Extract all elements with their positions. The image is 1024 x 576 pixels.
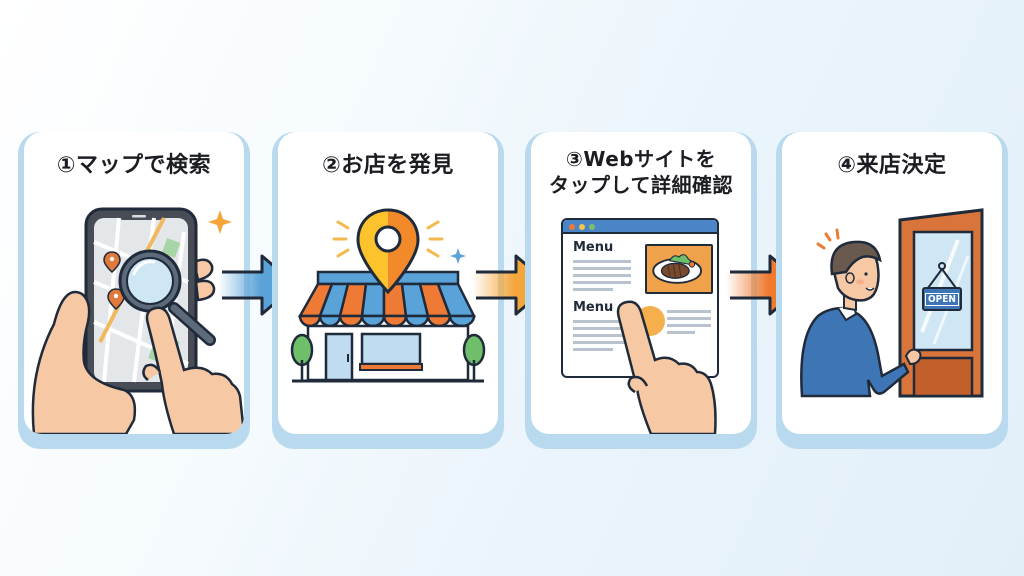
open-sign: OPEN (922, 287, 962, 311)
step-3-title-line-1: ③Webサイトを (565, 147, 717, 171)
step-4-title: ④来店決定 (837, 153, 947, 178)
food-image (645, 244, 713, 294)
step-card-2-body: ②お店を発見 (278, 132, 498, 434)
open-sign-text: OPEN (925, 292, 959, 306)
browser-titlebar (563, 220, 717, 234)
browser-window: Menu Menu (561, 218, 719, 378)
step-3-title-line-2: タップして詳細確認 (549, 173, 733, 197)
step-2-title: ②お店を発見 (322, 153, 454, 178)
window-dot-red (569, 224, 575, 230)
window-dot-green (589, 224, 595, 230)
text-lines-3 (667, 310, 711, 334)
tap-highlight (635, 306, 665, 336)
man-entering-shop-icon (898, 208, 984, 398)
step-1-title: ①マップで検索 (56, 153, 212, 178)
step-card-2: ②お店を発見 (272, 132, 504, 449)
menu-heading-2: Menu (573, 300, 614, 315)
step-card-1-body: ①マップで検索 (24, 132, 244, 434)
step-card-3: ③Webサイトを タップして詳細確認 Menu (525, 132, 757, 449)
steak-plate-icon (652, 254, 703, 284)
step-card-1: ①マップで検索 (18, 132, 250, 449)
step-card-4-body: ④来店決定 OPEN (782, 132, 1002, 434)
shop-location-pin-icon (290, 208, 486, 383)
text-lines-1 (573, 260, 631, 291)
menu-heading-1: Menu (573, 240, 614, 255)
step-card-3-body: ③Webサイトを タップして詳細確認 Menu (531, 132, 751, 434)
text-lines-2 (573, 320, 631, 351)
smartphone-map-search-icon (31, 207, 244, 434)
step-card-4: ④来店決定 OPEN (776, 132, 1008, 449)
step-3-title: ③Webサイトを タップして詳細確認 (531, 146, 751, 198)
window-dot-yellow (579, 224, 585, 230)
